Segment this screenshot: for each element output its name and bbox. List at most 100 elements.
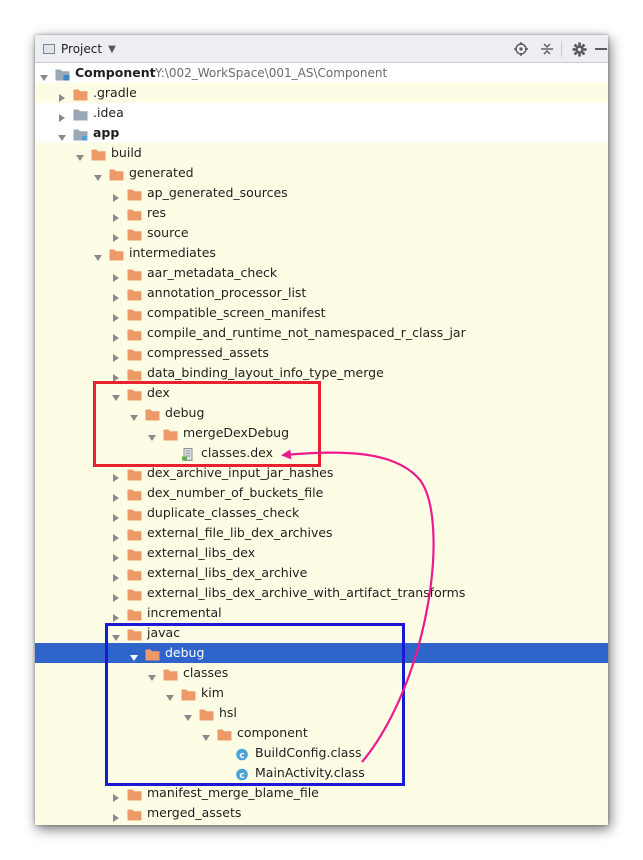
gray-folder-icon bbox=[73, 106, 88, 121]
settings-icon[interactable] bbox=[570, 40, 588, 58]
tree-row[interactable]: generated bbox=[35, 163, 608, 183]
collapsed-arrow-icon[interactable] bbox=[111, 508, 121, 522]
tree-item-label: dex_archive_input_jar_hashes bbox=[147, 465, 334, 480]
expanded-arrow-icon[interactable] bbox=[111, 628, 121, 641]
collapsed-arrow-icon[interactable] bbox=[111, 788, 121, 802]
collapsed-arrow-icon[interactable] bbox=[111, 528, 121, 542]
folder-icon bbox=[199, 706, 214, 721]
collapsed-arrow-icon[interactable] bbox=[111, 468, 121, 482]
tree-row[interactable]: dex_number_of_buckets_file bbox=[35, 483, 608, 503]
collapsed-arrow-icon[interactable] bbox=[57, 108, 67, 122]
folder-icon bbox=[181, 686, 196, 701]
folder-icon bbox=[127, 466, 142, 481]
expanded-arrow-icon[interactable] bbox=[129, 648, 139, 661]
collapsed-arrow-icon[interactable] bbox=[111, 308, 121, 322]
tree-item-label: Component bbox=[75, 65, 156, 80]
tree-row[interactable]: classes.dex bbox=[35, 443, 608, 463]
folder-icon bbox=[127, 486, 142, 501]
expanded-arrow-icon[interactable] bbox=[75, 148, 85, 161]
tree-row[interactable]: compressed_assets bbox=[35, 343, 608, 363]
tree-row[interactable]: compile_and_runtime_not_namespaced_r_cla… bbox=[35, 323, 608, 343]
project-view-icon bbox=[43, 44, 55, 54]
tree-item-label: manifest_merge_blame_file bbox=[147, 785, 319, 800]
collapsed-arrow-icon[interactable] bbox=[111, 488, 121, 502]
tree-row[interactable]: source bbox=[35, 223, 608, 243]
project-path: Y:\002_WorkSpace\001_AS\Component bbox=[155, 66, 388, 80]
collapsed-arrow-icon[interactable] bbox=[57, 88, 67, 102]
collapsed-arrow-icon[interactable] bbox=[111, 228, 121, 242]
folder-icon bbox=[145, 406, 160, 421]
expanded-arrow-icon[interactable] bbox=[147, 668, 157, 681]
tree-row[interactable]: build bbox=[35, 143, 608, 163]
project-view-selector[interactable]: Project ▼ bbox=[43, 40, 116, 58]
expanded-arrow-icon[interactable] bbox=[147, 428, 157, 441]
folder-icon bbox=[163, 426, 178, 441]
tree-row[interactable]: compatible_screen_manifest bbox=[35, 303, 608, 323]
collapsed-arrow-icon[interactable] bbox=[111, 368, 121, 382]
tree-item-label: .gradle bbox=[93, 85, 137, 100]
tree-row[interactable]: annotation_processor_list bbox=[35, 283, 608, 303]
tree-item-label: aar_metadata_check bbox=[147, 265, 278, 280]
collapsed-arrow-icon[interactable] bbox=[111, 348, 121, 362]
collapsed-arrow-icon[interactable] bbox=[111, 588, 121, 602]
tree-row[interactable]: manifest_merge_blame_file bbox=[35, 783, 608, 803]
folder-icon bbox=[127, 626, 142, 641]
tree-row[interactable]: external_libs_dex bbox=[35, 543, 608, 563]
tree-item-label: external_file_lib_dex_archives bbox=[147, 525, 333, 540]
expanded-arrow-icon[interactable] bbox=[111, 388, 121, 401]
tree-row[interactable]: ap_generated_sources bbox=[35, 183, 608, 203]
tree-row[interactable]: hsl bbox=[35, 703, 608, 723]
expanded-arrow-icon[interactable] bbox=[39, 68, 49, 81]
tree-row[interactable]: res bbox=[35, 203, 608, 223]
tree-row[interactable]: external_libs_dex_archive_with_artifact_… bbox=[35, 583, 608, 603]
collapsed-arrow-icon[interactable] bbox=[111, 208, 121, 222]
tree-row[interactable]: app bbox=[35, 123, 608, 143]
tree-item-label: source bbox=[147, 225, 189, 240]
expanded-arrow-icon[interactable] bbox=[93, 248, 103, 261]
tree-row[interactable]: dex_archive_input_jar_hashes bbox=[35, 463, 608, 483]
tree-row[interactable]: debug bbox=[35, 643, 608, 663]
tree-row[interactable]: aar_metadata_check bbox=[35, 263, 608, 283]
expanded-arrow-icon[interactable] bbox=[93, 168, 103, 181]
expanded-arrow-icon[interactable] bbox=[165, 688, 175, 701]
collapsed-arrow-icon[interactable] bbox=[111, 188, 121, 202]
tree-row[interactable]: external_libs_dex_archive bbox=[35, 563, 608, 583]
collapsed-arrow-icon[interactable] bbox=[111, 608, 121, 622]
tree-item-label: compatible_screen_manifest bbox=[147, 305, 326, 320]
tree-row[interactable]: mergeDexDebug bbox=[35, 423, 608, 443]
tree-row[interactable]: kim bbox=[35, 683, 608, 703]
collapsed-arrow-icon[interactable] bbox=[111, 328, 121, 342]
expanded-arrow-icon[interactable] bbox=[183, 708, 193, 721]
collapsed-arrow-icon[interactable] bbox=[111, 548, 121, 562]
tree-row[interactable]: javac bbox=[35, 623, 608, 643]
tree-row[interactable]: intermediates bbox=[35, 243, 608, 263]
folder-icon bbox=[127, 786, 142, 801]
tree-row[interactable]: .idea bbox=[35, 103, 608, 123]
tree-row[interactable]: classes bbox=[35, 663, 608, 683]
tree-row[interactable]: incremental bbox=[35, 603, 608, 623]
expanded-arrow-icon[interactable] bbox=[201, 728, 211, 741]
hide-icon[interactable] bbox=[592, 40, 608, 58]
tree-row[interactable]: component bbox=[35, 723, 608, 743]
collapsed-arrow-icon[interactable] bbox=[111, 268, 121, 282]
expanded-arrow-icon[interactable] bbox=[57, 128, 67, 141]
folder-icon bbox=[127, 566, 142, 581]
expanded-arrow-icon[interactable] bbox=[129, 408, 139, 421]
tree-row[interactable]: merged_assets bbox=[35, 803, 608, 823]
locate-icon[interactable] bbox=[512, 40, 530, 58]
tree-row[interactable]: data_binding_layout_info_type_merge bbox=[35, 363, 608, 383]
collapsed-arrow-icon[interactable] bbox=[111, 568, 121, 582]
tree-row[interactable]: debug bbox=[35, 403, 608, 423]
tree-row[interactable]: external_file_lib_dex_archives bbox=[35, 523, 608, 543]
collapse-all-icon[interactable] bbox=[538, 40, 556, 58]
tree-row[interactable]: duplicate_classes_check bbox=[35, 503, 608, 523]
tree-row[interactable]: dex bbox=[35, 383, 608, 403]
collapsed-arrow-icon[interactable] bbox=[111, 288, 121, 302]
tree-row[interactable]: .gradle bbox=[35, 83, 608, 103]
class-file-icon: c bbox=[235, 746, 250, 761]
folder-icon bbox=[127, 386, 142, 401]
collapsed-arrow-icon[interactable] bbox=[111, 808, 121, 822]
